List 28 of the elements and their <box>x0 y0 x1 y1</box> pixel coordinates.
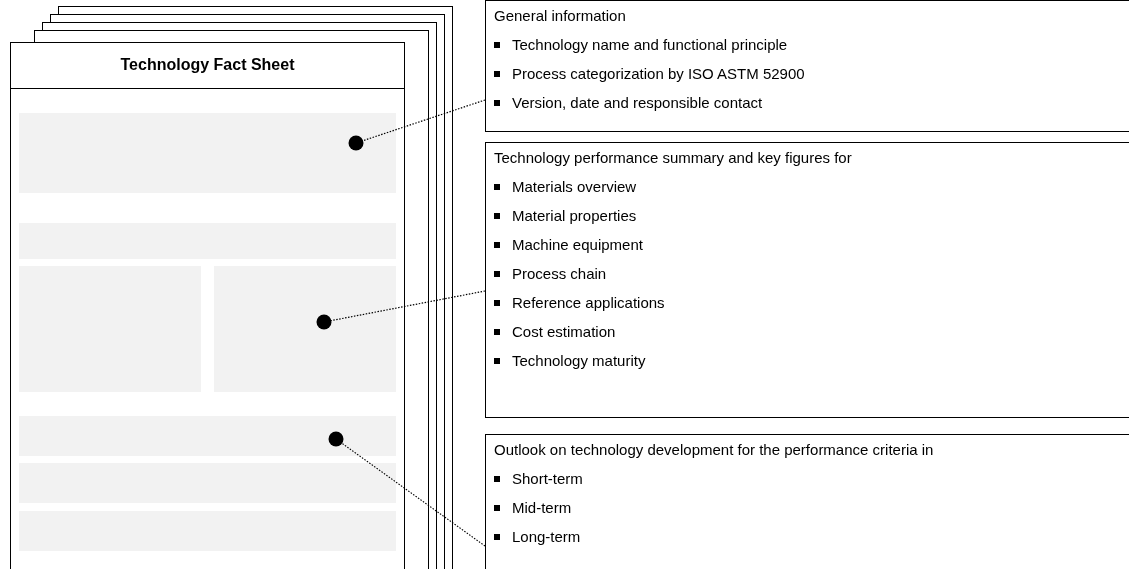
bullet-text: Reference applications <box>512 294 665 311</box>
leader-line <box>348 99 486 151</box>
leader-line <box>316 290 486 330</box>
bullet-text: Version, date and responsible contact <box>512 94 763 111</box>
callout-box <box>485 142 1129 418</box>
fact-sheet-page <box>10 42 405 569</box>
callout-box <box>485 0 1129 132</box>
bullet-text: Machine equipment <box>512 236 643 253</box>
callout-heading: Technology performance summary and key figures for <box>494 149 852 166</box>
content-block <box>19 113 396 193</box>
bullet-text: Material properties <box>512 207 637 224</box>
content-block <box>214 266 396 392</box>
bullet-text: Materials overview <box>512 178 637 195</box>
bullet-text: Cost estimation <box>512 323 616 340</box>
sheet-title: Technology Fact Sheet <box>11 43 404 89</box>
content-block <box>19 463 396 503</box>
leader-line <box>328 431 486 547</box>
bullet-text: Process categorization by ISO ASTM 52900 <box>512 65 805 82</box>
bullet-text: Technology maturity <box>512 352 646 369</box>
bullet-text: Long-term <box>512 528 581 545</box>
bullet-text: Technology name and functional principle <box>512 36 788 53</box>
callout-heading: General information <box>494 7 626 24</box>
bullet-text: Mid-term <box>512 499 572 516</box>
callout-heading: Outlook on technology development for the performance criteria in <box>494 441 934 458</box>
callout-box <box>485 434 1129 569</box>
bullet-text: Short-term <box>512 470 583 487</box>
content-block <box>19 416 396 456</box>
bullet-text: Process chain <box>512 265 607 282</box>
